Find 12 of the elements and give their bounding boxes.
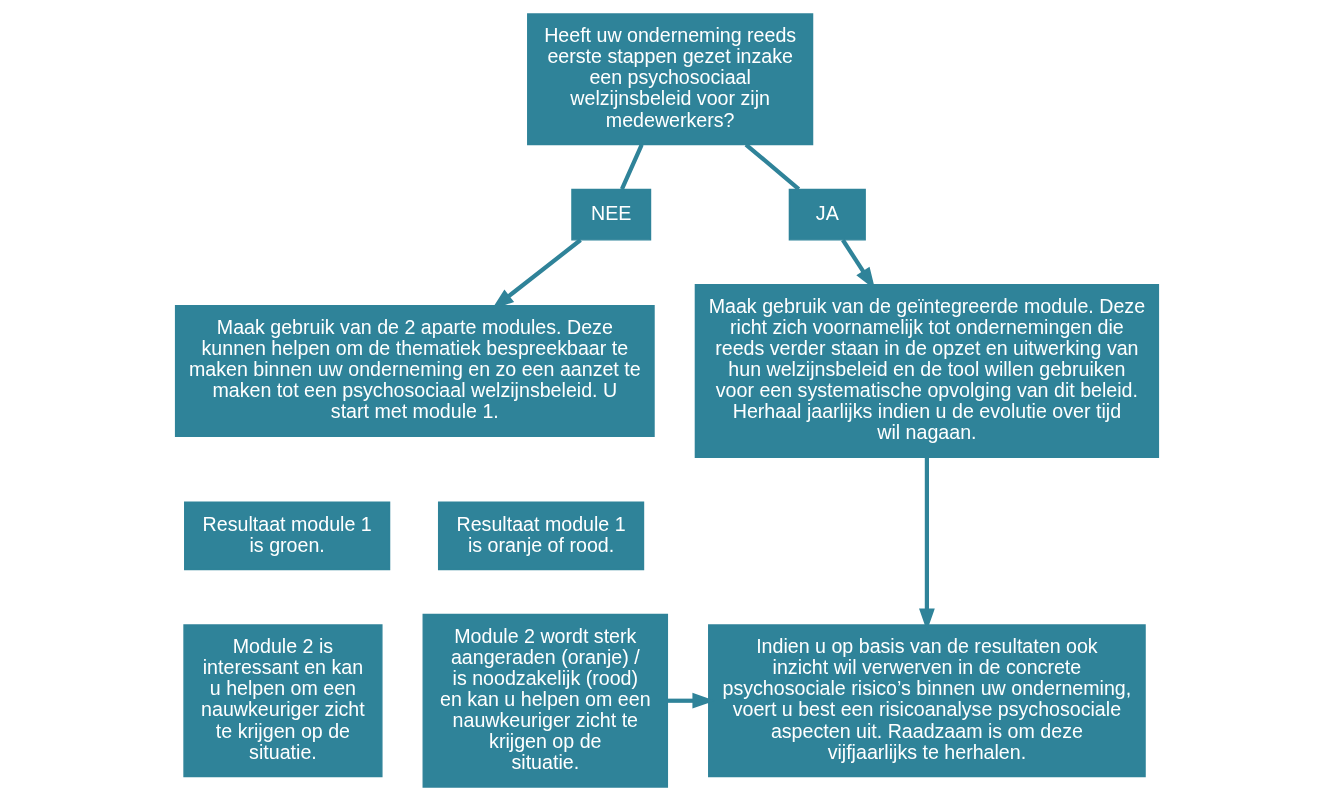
connector xyxy=(744,142,801,191)
node-box: Module 2 is interessant en kan u helpen om een nauwkeuriger zicht te krijgen op de situatie. xyxy=(183,624,383,778)
node-box: Maak gebruik van de 2 aparte modules. Deze kunnen helpen om de thematiek bespreekbaar te maken binnen uw onderneming en zo een aanzet te maken tot een psychosociaal welzijnsbeleid. U start met module 1. xyxy=(174,305,655,437)
node-box: Heeft uw onderneming reeds eerste stappen gezet inzake een psychosociaal welzijnsbeleid voor zijn medewerkers? xyxy=(527,13,814,146)
node-box: NEE xyxy=(571,188,652,241)
node-box: Resultaat module 1 is groen. xyxy=(184,501,391,571)
connector xyxy=(620,143,644,190)
node-box: JA xyxy=(788,188,866,241)
node-box: Module 2 wordt sterk aangeraden (oranje) / is noodzakelijk (rood) en kan u helpen om een nauwkeuriger zicht te krijgen op de situatie. xyxy=(422,613,669,788)
node-box: Resultaat module 1 is oranje of rood. xyxy=(437,501,645,571)
node-box: Maak gebruik van de geïntegreerde module. Deze richt zich voornamelijk tot ondernemingen die reeds verder staan in de opzet en uitwerking van hun welzijnsbeleid en de tool willen gebruiken voor een systematische opvolging van dit beleid. Herhaal jaarlijks indien u de evolutie over tijd wil nagaan. xyxy=(694,284,1160,458)
node-box: Indien u op basis van de resultaten ook inzicht wil verwerven in de concrete psychosociale risico’s binnen uw onderneming, voert u best een risicoanalyse psychosociale aspecten uit. Raadzaam is om deze vijfjaarlijks te herhalen. xyxy=(708,624,1146,778)
